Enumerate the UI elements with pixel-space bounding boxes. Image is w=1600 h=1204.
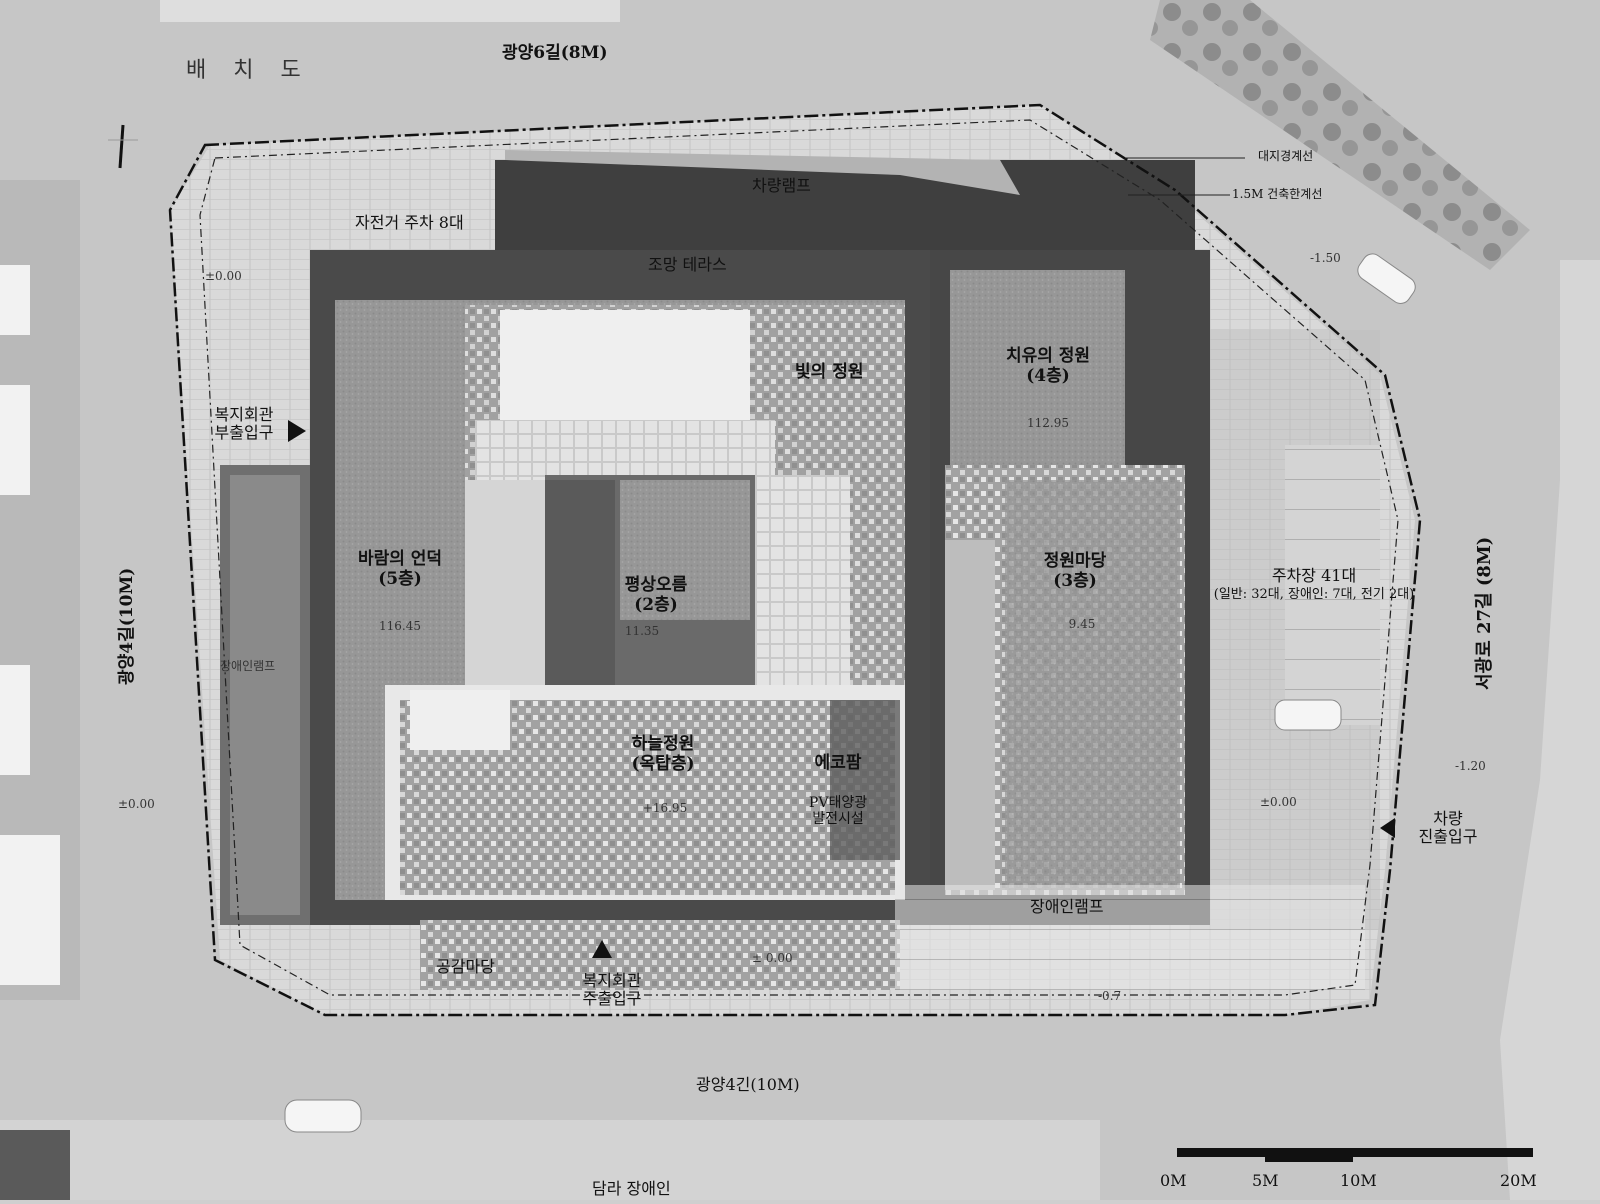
label-sky-garden: 하늘정원 (옥탑층) [631,734,695,774]
secondary-entrance-l1: 복지회관 [214,405,274,424]
elev-south: ± 0.00 [752,951,793,965]
drawing-title: 배 치 도 [186,58,311,83]
secondary-entrance-l2: 부출입구 [214,423,274,443]
plaza-2f-elev: 11.35 [624,624,660,638]
court-3f-grass [1005,480,1180,890]
healing-garden-floor: (4층) [1026,365,1070,386]
main-entrance-l2: 주출입구 [582,989,642,1009]
healing-garden-name: 치유의 정원 [1005,346,1091,366]
wind-hill-name: 바람의 언덕 [357,549,443,569]
wind-hill-floor: (5층) [378,568,422,589]
scale-20: 20M [1500,1171,1537,1190]
west-house-3 [0,665,30,775]
west-house-2 [0,385,30,495]
vehicle-entrance-arrow-icon [1380,818,1395,838]
elev-nw: ±0.00 [205,269,242,283]
plaza-2f-floor: (2층) [634,594,678,615]
north-arrow-icon [108,124,138,169]
label-bike-parking: 자전거 주차 8대 [355,213,464,232]
east-walk [945,540,995,890]
vehicle-entrance: 차량 진출입구 [1418,809,1478,847]
west-house-1 [0,265,30,335]
vehicle-entrance-l2: 진출입구 [1418,827,1478,847]
sky-garden-name: 하늘정원 [631,734,695,754]
inner-walk [465,480,545,690]
wind-hill-elev: 116.45 [379,619,421,633]
west-house-4 [0,835,60,985]
healing-garden-roof [950,270,1125,465]
secondary-entrance: 복지회관 부출입구 [214,405,274,443]
label-healing-garden: 치유의 정원 (4층) [1005,346,1091,386]
parking-area [1285,445,1380,725]
label-parking-title: 주차장 41대 [1271,566,1357,585]
plaza-2f-grass [620,480,750,620]
court-3f-floor: (3층) [1053,570,1097,591]
label-accessible-ramp-west: 장애인램프 [220,659,276,673]
elev-west: ±0.00 [118,797,155,811]
scale-bar [1177,1148,1533,1162]
eco-pv-sub2: 발전시설 [812,811,864,828]
road-east: 서광로 27길 (8M) [1474,536,1495,690]
car-east [1274,699,1342,731]
northeast-median [1150,0,1530,270]
label-wind-hill: 바람의 언덕 (5층) [357,549,443,589]
main-entrance-arrow-icon [592,940,612,958]
scale-5: 5M [1252,1171,1279,1190]
court-tiles [475,420,775,480]
site-boundary-line [168,103,1422,1017]
sky-garden-deck [410,690,510,750]
main-entrance-l1: 복지회관 [582,971,642,990]
legend-setback: 1.5M 건축한계선 [1232,187,1323,201]
label-eco-pv-sub: PV태양광 발전시설 [809,795,867,827]
legend-boundary: 대지경계선 [1258,149,1314,163]
road-bottom-edge: 담라 장애인 [592,1179,671,1198]
sky-garden-floor: (옥탑층) [631,753,695,774]
elev-ne: -1.50 [1310,251,1341,265]
setback-line [199,119,1399,996]
scale-0: 0M [1160,1171,1187,1190]
road-west: 광양4길(10M) [117,567,137,685]
north-block [160,0,620,22]
elev-east-a: ±0.00 [1260,795,1297,809]
court-3f-name: 정원마당 [1043,551,1107,571]
vehicle-entrance-l1: 차량 [1433,809,1463,828]
car-south [284,1099,362,1133]
scale-10: 10M [1340,1171,1377,1190]
label-light-garden: 빛의 정원 [795,362,864,382]
secondary-entrance-arrow-icon [288,420,306,442]
label-plaza-2f: 평상오름 (2층) [624,575,688,615]
south-building [0,1130,70,1200]
sky-garden-elev: +16.95 [642,801,688,815]
road-south: 광양4긴(10M) [696,1075,800,1094]
label-court-3f: 정원마당 (3층) [1043,551,1107,591]
plaza-2f-name: 평상오름 [624,575,688,595]
elev-east-b: -1.20 [1455,759,1486,773]
label-eco-pv: 에코팜 [814,753,862,773]
eco-pv-sub1: PV태양광 [808,795,868,811]
elev-se: -0.7 [1098,989,1122,1003]
plaza-2f-stair [545,480,615,705]
label-yard: 공감마당 [436,957,495,976]
healing-garden-elev: 112.95 [1027,416,1069,430]
car-ne [1357,253,1416,304]
east-sidewalk [1500,260,1600,1200]
label-accessible-ramp: 장애인램프 [1030,897,1104,916]
west-ramp-inner [230,475,300,915]
east-lot [1190,330,1380,930]
label-vehicle-ramp: 차량램프 [752,176,811,195]
pv-array [830,700,900,860]
label-terrace: 조망 테라스 [648,255,727,274]
south-plaza [895,885,1365,990]
light-court [500,310,750,420]
south-block [0,1120,1100,1200]
court-3f-elev: 9.45 [1068,617,1096,631]
south-yard [420,920,900,990]
road-north: 광양6길(8M) [502,43,608,63]
label-parking-detail: (일반: 32대, 장애인: 7대, 전기 2대) [1213,587,1415,602]
main-entrance: 복지회관 주출입구 [582,971,642,1009]
vehicle-ramp [505,150,1020,195]
